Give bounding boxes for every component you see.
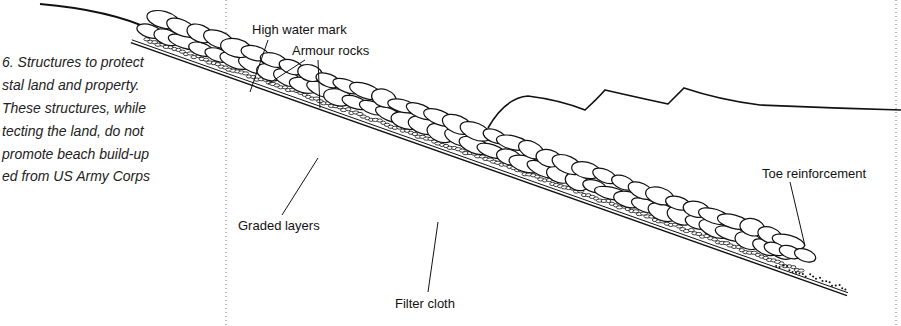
toe-dot bbox=[841, 287, 843, 289]
leader-line bbox=[268, 60, 305, 84]
leader-line bbox=[318, 60, 320, 108]
caption-line: ed from US Army Corps bbox=[2, 168, 150, 184]
part-label: Filter cloth bbox=[395, 296, 455, 311]
toe-dot bbox=[844, 289, 846, 291]
toe-dot bbox=[788, 269, 790, 271]
caption-line: 6. Structures to protect bbox=[2, 54, 144, 70]
toe-dot bbox=[815, 278, 817, 280]
part-label: Armour rocks bbox=[292, 43, 369, 58]
graded-stone bbox=[243, 72, 249, 75]
filter-cloth-line bbox=[131, 43, 847, 296]
graded-stone bbox=[798, 269, 804, 272]
water-surface bbox=[488, 88, 901, 128]
leader-line bbox=[282, 158, 318, 215]
toe-dot bbox=[783, 264, 785, 266]
column-divider bbox=[896, 0, 897, 326]
part-label: Graded layers bbox=[238, 218, 320, 233]
caption-line: tecting the land, do not bbox=[2, 123, 144, 139]
armour-rocks bbox=[135, 7, 817, 264]
caption-line: These structures, while bbox=[2, 100, 146, 116]
caption-line: promote beach build-up bbox=[2, 146, 149, 162]
toe-dot bbox=[839, 284, 841, 286]
toe-dot bbox=[822, 280, 824, 282]
caption-line: stal land and property. bbox=[2, 77, 140, 93]
filter-cloth-line bbox=[132, 40, 848, 293]
toe-dot bbox=[798, 272, 800, 274]
toe-dot bbox=[819, 277, 821, 279]
leader-line bbox=[428, 222, 438, 292]
part-label: Toe reinforcement bbox=[762, 166, 866, 181]
toe-dot bbox=[809, 273, 811, 275]
revetment-layers bbox=[131, 38, 848, 296]
toe-dot bbox=[786, 265, 788, 267]
toe-dot bbox=[835, 285, 837, 287]
graded-stone bbox=[688, 229, 694, 232]
toe-dot bbox=[795, 272, 797, 274]
toe-dot bbox=[775, 265, 777, 267]
toe-rock bbox=[793, 246, 818, 265]
graded-stone bbox=[791, 266, 796, 269]
leader-line bbox=[790, 182, 805, 246]
graded-stone bbox=[346, 108, 351, 111]
toe-dot bbox=[792, 271, 794, 273]
toe-dot bbox=[812, 275, 814, 277]
leader-line bbox=[250, 40, 268, 92]
toe-dot bbox=[805, 275, 807, 277]
part-label: High water mark bbox=[252, 22, 347, 37]
leader-lines bbox=[250, 40, 805, 292]
toe-dot bbox=[825, 280, 827, 282]
toe-dot bbox=[831, 285, 833, 287]
toe-dot bbox=[779, 266, 781, 268]
toe-dot bbox=[829, 281, 831, 283]
toe-dot bbox=[802, 273, 804, 275]
ground-surface bbox=[40, 4, 152, 30]
